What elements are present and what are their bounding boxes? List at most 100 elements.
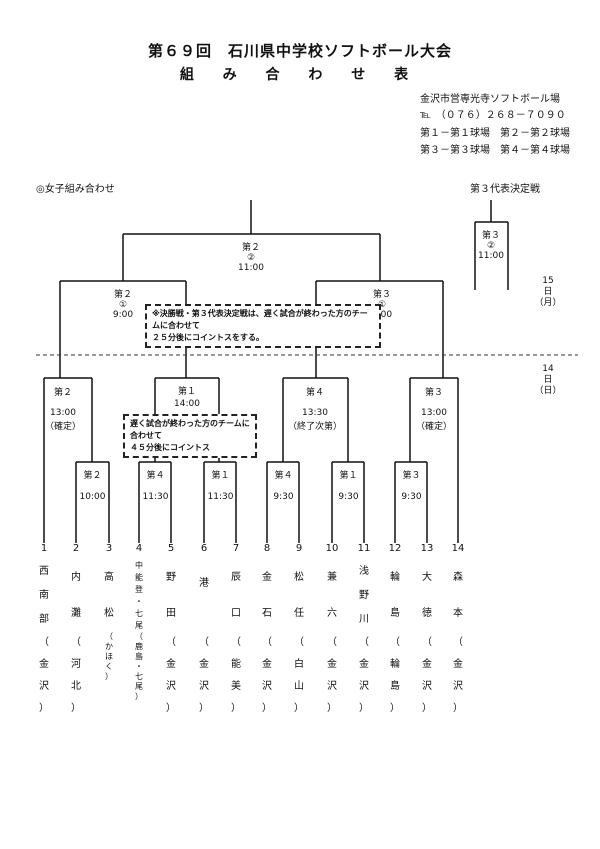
day-14-marker: 14 日 （日）	[534, 364, 561, 397]
team-number: 8	[263, 543, 271, 554]
team-column: 輪 島 （ 輪 島 ）	[383, 560, 407, 720]
team-area: （ 金 沢 ）	[422, 637, 432, 714]
team-column: 中 能 登 ・ 七 尾（ 鹿 島 ・ 七 尾 ）	[127, 560, 151, 702]
final-no: ②	[246, 253, 256, 263]
venue-fields-2: 第３－第３球場 第４－第４球場	[420, 145, 570, 156]
team-area: （ 金 沢 ）	[327, 637, 337, 714]
team-name: 輪 島	[390, 572, 400, 619]
qf-1-label: 第２ 13:00 （確定）	[38, 386, 88, 434]
venue-tel: ℡ （０７６）２６８－７０９０	[420, 110, 566, 121]
team-number: 5	[167, 543, 175, 554]
team-area: （ 河 北 ）	[71, 637, 81, 714]
team-area: （ 能 美 ）	[231, 637, 241, 714]
r1-c-time: 11:30	[207, 492, 234, 502]
r1-e-label: 第１ 9:30	[332, 470, 365, 504]
qf-4-field: 第３	[424, 388, 443, 398]
team-area: （ 白 山 ）	[294, 637, 304, 714]
r1-a-field: 第２	[83, 471, 102, 481]
day-15-marker: 15 日 （月）	[534, 276, 561, 309]
note-top-line1: ※決勝戦・第３代表決定戦は、遅く試合が終わった方のチームに合わせて	[152, 309, 368, 330]
team-number: 12	[388, 543, 402, 554]
r1-d-label: 第４ 9:30	[267, 470, 300, 504]
team-column: 辰 口（ 能 美 ）	[224, 560, 248, 720]
qf-4-time: 13:00	[421, 408, 447, 418]
team-number: 6	[200, 543, 208, 554]
r1-d-time: 9:30	[273, 492, 294, 502]
r1-b-label: 第４ 11:30	[139, 470, 172, 504]
r1-f-label: 第３ 9:30	[395, 470, 428, 504]
qf-1-extra: （確定）	[44, 422, 81, 432]
team-name: 野 田	[166, 572, 176, 619]
note-mid-line2: ４５分後にコイントス	[130, 443, 210, 452]
third-place-label: 第３ ② 11:00	[471, 228, 511, 261]
semi-left-no: ①	[118, 300, 128, 310]
r1-b-field: 第４	[146, 471, 165, 481]
page-title: 第６９回 石川県中学校ソフトボール大会	[147, 42, 452, 60]
final-field: 第２	[241, 243, 260, 253]
day-14-number: 14	[542, 364, 554, 374]
r1-b-time: 11:30	[142, 492, 169, 502]
r1-e-time: 9:30	[338, 492, 359, 502]
day-15-unit: 日	[543, 287, 553, 297]
final-label: 第２ ② 11:00	[231, 240, 271, 273]
semi-right-no: ①	[377, 300, 387, 310]
team-name: 浅 野 川	[359, 566, 369, 625]
note-coin-toss-qf: 遅く試合が終わった方のチームに合わせて ４５分後にコイントス	[123, 414, 257, 458]
team-name: 港	[199, 578, 209, 589]
semi-left-label: 第２ ① 9:00	[103, 287, 143, 320]
r1-f-field: 第３	[402, 471, 421, 481]
team-number: 11	[357, 543, 371, 554]
note-top-line2: ２５分後にコイントスをする。	[152, 333, 264, 342]
r1-e-field: 第１	[339, 471, 358, 481]
r1-c-field: 第１	[211, 471, 230, 481]
team-column: 森 本 （ 金 沢 ）	[446, 560, 470, 720]
team-name: 森 本	[453, 572, 463, 619]
third-place-no: ②	[486, 241, 496, 251]
team-column: 港（ 金 沢 ）	[192, 560, 216, 720]
semi-right-field: 第３	[372, 290, 391, 300]
team-name: 兼 六	[327, 572, 337, 619]
team-area: （ 金 沢 ）	[453, 637, 463, 714]
team-number: 9	[295, 543, 303, 554]
team-column: 内 灘 （ 河 北 ）	[64, 560, 88, 720]
team-number: 13	[420, 543, 434, 554]
page-subtitle: 組 み 合 わ せ 表	[179, 67, 421, 83]
qf-2-field: 第１	[177, 387, 196, 397]
team-area: （ 輪 島 ）	[390, 637, 400, 714]
left-heading: ◎女子組み合わせ	[36, 184, 115, 195]
day-14-weekday: （日）	[534, 386, 562, 396]
final-time: 11:00	[238, 263, 264, 273]
team-area: （ 金 沢 ）	[359, 637, 369, 714]
qf-2-label: 第１ 14:00	[162, 386, 212, 410]
qf-4-label: 第３ 13:00 （確定）	[409, 386, 459, 434]
team-name: 西 南 部	[39, 566, 49, 625]
semi-left-time: 9:00	[112, 310, 134, 320]
qf-3-time: 13:30	[302, 408, 328, 418]
day-15-weekday: （月）	[534, 298, 562, 308]
qf-2-time: 14:00	[174, 399, 200, 409]
r1-a-label: 第２ 10:00	[76, 470, 109, 504]
qf-3-field: 第４	[305, 388, 324, 398]
day-14-unit: 日	[543, 375, 553, 385]
right-heading: 第３代表決定戦	[470, 184, 540, 195]
team-name: 大 徳	[422, 572, 432, 619]
team-name: 内 灘	[71, 572, 81, 619]
team-column: 野 田（ 金 沢 ）	[159, 560, 183, 720]
team-number: 2	[72, 543, 80, 554]
team-name: 高 松	[104, 572, 114, 619]
team-column: 西 南 部（ 金 沢 ）	[32, 560, 56, 720]
semi-right-label: 第３ ① 9:00	[362, 287, 402, 320]
team-number: 3	[105, 543, 113, 554]
qf-1-time: 13:00	[50, 408, 76, 418]
semi-left-field: 第２	[113, 290, 132, 300]
day-15-number: 15	[542, 276, 554, 286]
team-column: 大 徳 （ 金 沢 ）	[415, 560, 439, 720]
team-column: 兼 六 （ 金 沢 ）	[320, 560, 344, 720]
team-column: 松 任 （ 白 山 ）	[287, 560, 311, 720]
qf-3-extra: （終了次第）	[287, 422, 342, 432]
note-mid-line1: 遅く試合が終わった方のチームに合わせて	[130, 419, 250, 440]
team-number: 10	[325, 543, 339, 554]
r1-a-time: 10:00	[79, 492, 106, 502]
venue-fields-1: 第１－第１球場 第２－第２球場	[420, 128, 570, 139]
team-name: 松 任	[294, 572, 304, 619]
